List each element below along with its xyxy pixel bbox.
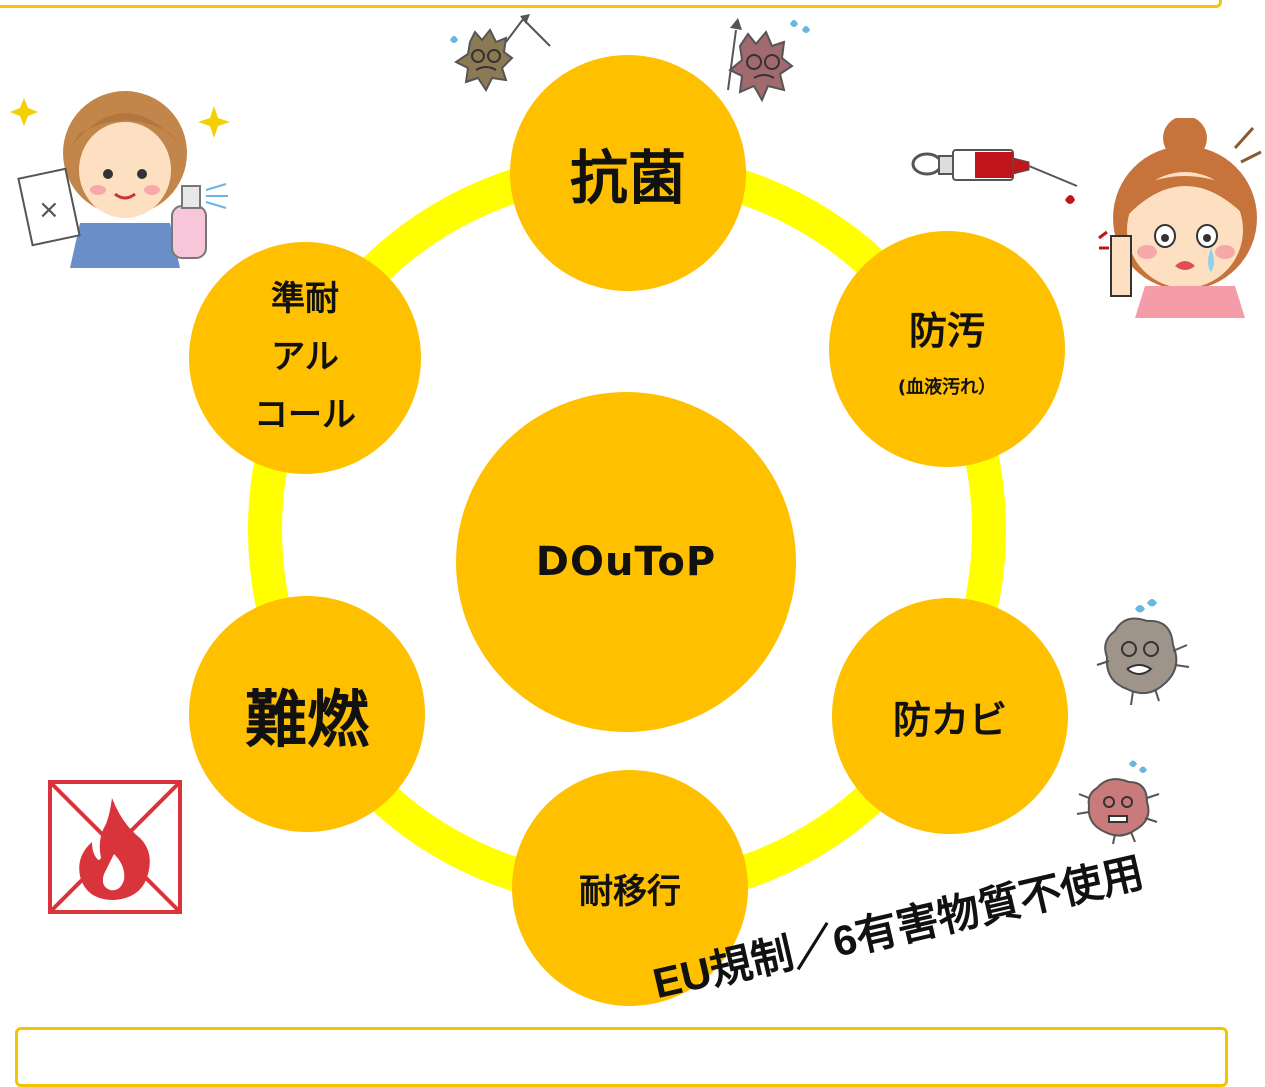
mold-germ-icon — [1076, 760, 1160, 845]
node-label: 耐移行 — [579, 871, 681, 912]
node-antifouling: 防汚 (血液汚れ） — [829, 231, 1065, 467]
node-label: 抗菌 — [569, 144, 686, 212]
node-label: 防カビ — [892, 697, 1007, 742]
node-label: 難燃 — [244, 683, 369, 756]
node-migration-resistance: 耐移行 — [512, 770, 748, 1006]
woman-cleaning-icon: × — [10, 91, 230, 268]
node-antibacterial: 抗菌 — [510, 55, 746, 291]
node-label: 防汚 — [908, 308, 985, 353]
top-frame — [0, 0, 1222, 8]
node-antimold: 防カビ — [832, 598, 1068, 834]
node-alcohol-resistance: 準耐 アル コール — [189, 242, 421, 474]
no-fire-icon — [48, 780, 182, 914]
node-flame-retardant: 難燃 — [189, 596, 425, 832]
mold-germ-icon — [1096, 599, 1190, 706]
node-sublabel: (血液汚れ） — [897, 376, 997, 398]
svg-text:×: × — [38, 195, 60, 225]
syringe-icon — [911, 149, 1078, 204]
germ-icon — [450, 14, 551, 92]
node-label-line: アル — [271, 337, 339, 378]
center-node: DOuToP — [456, 392, 796, 732]
germ-icon — [727, 18, 810, 103]
node-label-line: 準耐 — [271, 279, 339, 320]
center-label: DOuToP — [535, 539, 717, 585]
crying-girl-icon — [1098, 118, 1262, 318]
node-label-line: コール — [254, 394, 356, 435]
